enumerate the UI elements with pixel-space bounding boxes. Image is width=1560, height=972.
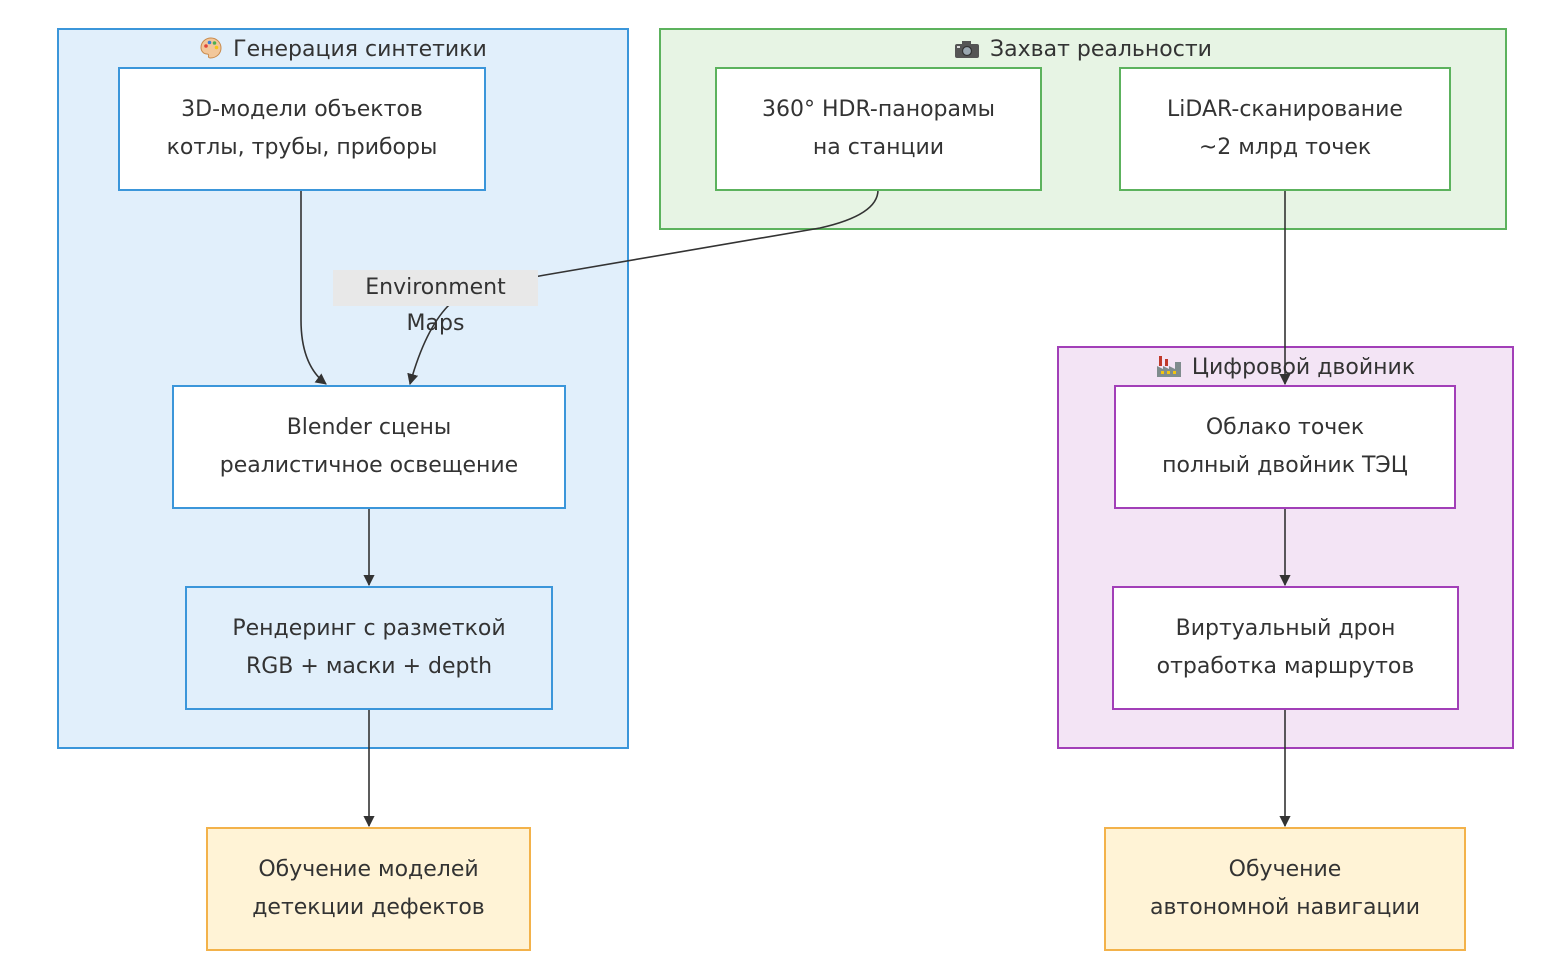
group-title-twin: Цифровой двойник [1191,355,1416,380]
node-train-defects-line2: детекции дефектов [252,895,485,920]
node-train-nav-line1: Обучение [1228,857,1342,882]
node-3d-models[interactable]: 3D-модели объектов котлы, трубы, приборы [118,67,486,191]
node-point-cloud[interactable]: Облако точек полный двойник ТЭЦ [1114,385,1456,509]
node-blender-line2: реалистичное освещение [219,453,519,478]
node-lidar-line2: ~2 млрд точек [1198,135,1372,160]
node-rendering-line1: Рендеринг с разметкой [232,616,506,641]
group-title-synthetic: Генерация синтетики [233,37,487,62]
node-virtual-drone[interactable]: Виртуальный дрон отработка маршрутов [1112,586,1459,710]
node-drone-line2: отработка маршрутов [1156,654,1415,679]
node-training-navigation[interactable]: Обучение автономной навигации [1104,827,1466,951]
node-blender-line1: Blender сцены [286,415,452,440]
node-3d-models-line2: котлы, трубы, приборы [166,135,438,160]
node-train-nav-line2: автономной навигации [1149,895,1421,920]
node-hdr-panoramas[interactable]: 360° HDR-панорамы на станции [715,67,1042,191]
camera-icon [955,41,980,58]
palette-icon [200,37,222,59]
node-rendering-line2: RGB + маски + depth [245,654,493,679]
node-cloud-line1: Облако точек [1205,415,1365,440]
edge-models-to-blender [300,190,327,385]
node-blender-scenes[interactable]: Blender сцены реалистичное освещение [172,385,566,509]
node-hdr-line2: на станции [812,135,945,160]
node-cloud-line2: полный двойник ТЭЦ [1162,453,1408,478]
node-drone-line1: Виртуальный дрон [1175,616,1396,641]
edge-label-environment-maps: Environment Maps [333,270,538,336]
node-training-defect-detection[interactable]: Обучение моделей детекции дефектов [206,827,531,951]
node-lidar-scanning[interactable]: LiDAR-сканирование ~2 млрд точек [1119,67,1451,191]
node-hdr-line1: 360° HDR-панорамы [762,97,995,122]
factory-icon [1156,356,1181,377]
node-lidar-line1: LiDAR-сканирование [1167,97,1403,122]
group-title-reality: Захват реальности [990,37,1212,62]
node-rendering[interactable]: Рендеринг с разметкой RGB + маски + dept… [185,586,553,710]
node-train-defects-line1: Обучение моделей [258,857,479,882]
node-3d-models-line1: 3D-модели объектов [181,97,423,122]
